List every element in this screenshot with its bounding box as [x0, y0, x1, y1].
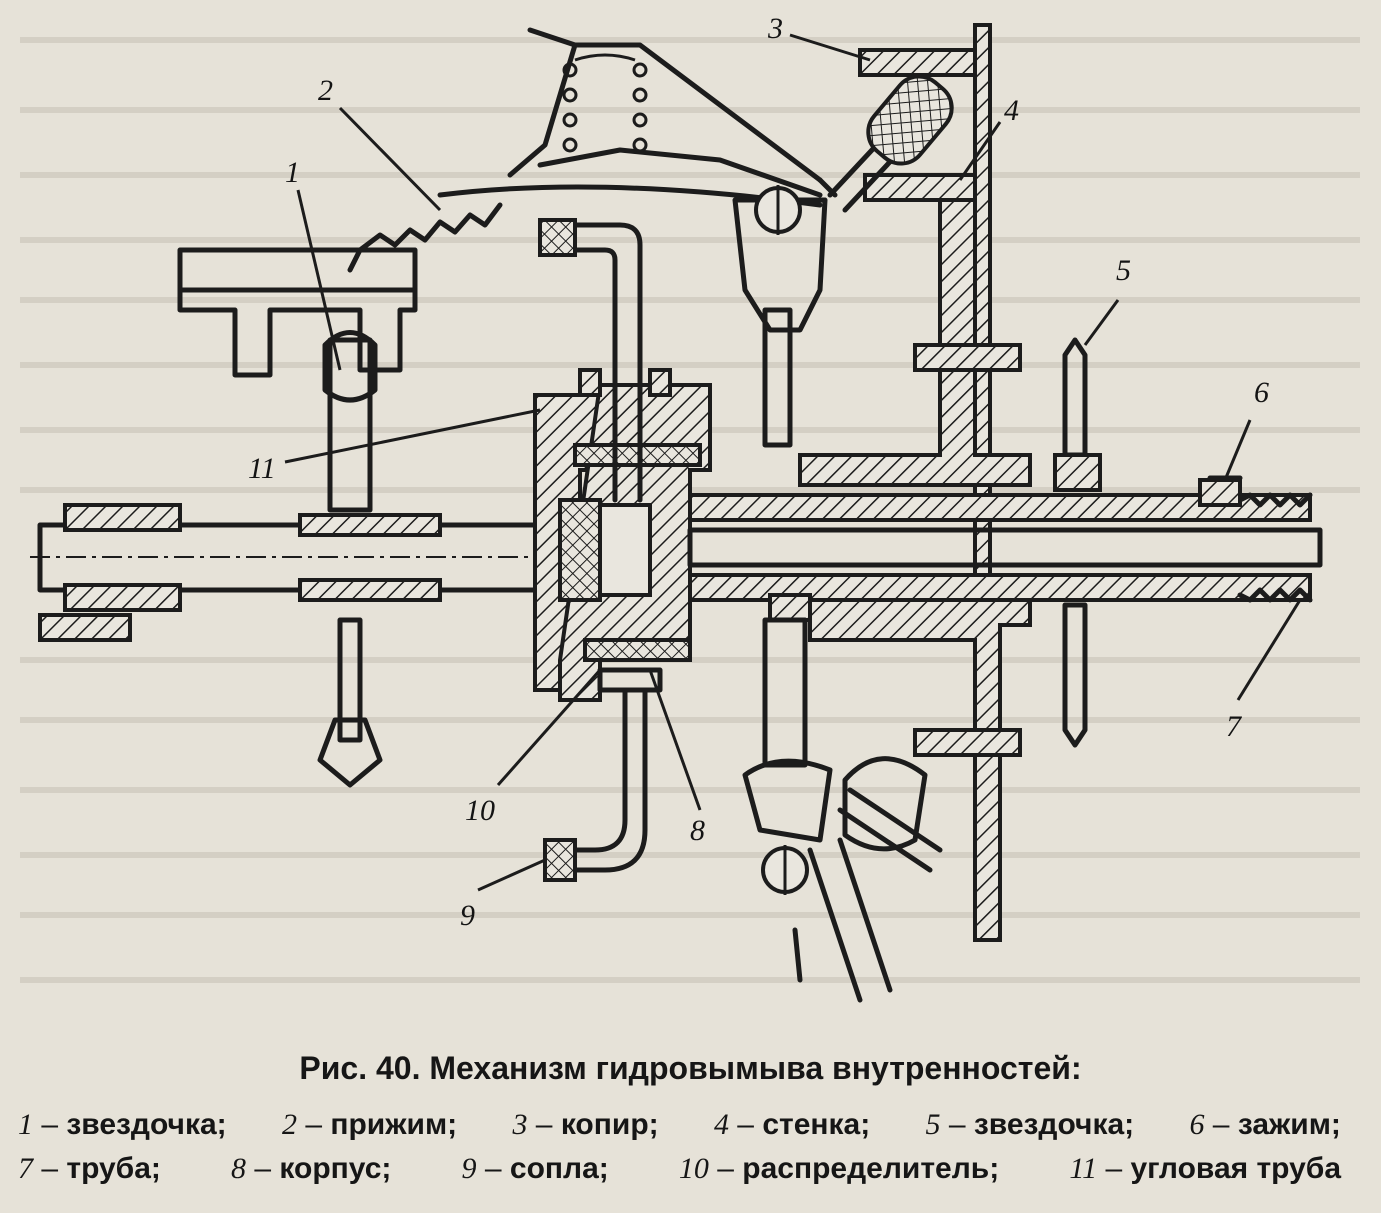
legend-item: 11 – угловая труба — [1069, 1152, 1341, 1185]
callout-1: 1 — [285, 156, 342, 371]
callout-7: 7 — [1226, 599, 1302, 743]
mechanism-drawing: 1 2 3 4 5 6 7 8 9 10 11 — [20, 12, 1360, 1003]
svg-text:1: 1 — [285, 156, 300, 189]
svg-text:6: 6 — [1254, 376, 1269, 409]
svg-text:10: 10 — [465, 794, 495, 827]
clamp-body — [177, 247, 418, 378]
legend-item: 4 – стенка; — [713, 1108, 871, 1141]
callout-8: 8 — [648, 669, 705, 847]
svg-text:5: 5 — [1116, 254, 1131, 287]
svg-text:4: 4 — [1004, 94, 1019, 127]
legend-item: 10 – распределитель; — [678, 1152, 1000, 1185]
legend-item: 6 – зажим; — [1189, 1108, 1341, 1141]
svg-text:3: 3 — [767, 12, 783, 45]
upper-pivot — [732, 185, 828, 448]
legend-item: 8 – корпус; — [231, 1152, 392, 1185]
caption-title: Рис. 40. Механизм гидровымыва внутреннос… — [299, 1050, 1082, 1086]
svg-text:8: 8 — [690, 814, 705, 847]
legend-row-2: 7 – труба; 8 – корпус; 9 – сопла; 10 – р… — [0, 1147, 1381, 1191]
housing — [533, 368, 712, 702]
legend-item: 3 – копир; — [512, 1108, 659, 1141]
callout-5: 5 — [1083, 254, 1131, 346]
legend-item: 5 – звездочка; — [925, 1108, 1135, 1141]
pipe-7 — [687, 492, 1323, 603]
sprocket-5 — [1053, 337, 1102, 748]
angle-tube-11 — [538, 218, 643, 503]
callout-6: 6 — [1223, 376, 1269, 481]
svg-text:9: 9 — [460, 899, 475, 932]
callout-9: 9 — [460, 858, 546, 932]
svg-text:7: 7 — [1226, 710, 1243, 743]
svg-text:2: 2 — [318, 74, 333, 107]
clamp-6 — [1198, 475, 1243, 507]
nozzle-tube-9 — [543, 667, 663, 882]
presser-arm — [507, 27, 838, 198]
callout-4: 4 — [958, 94, 1019, 181]
callouts: 1 2 3 4 5 6 7 8 9 10 11 — [248, 12, 1302, 932]
copier-roller — [827, 74, 954, 213]
callout-2: 2 — [318, 74, 442, 212]
legend-item: 9 – сопла; — [461, 1152, 609, 1185]
legend-row-1: 1 – звездочка; 2 – прижим; 3 – копир; 4 … — [0, 1103, 1381, 1147]
svg-text:11: 11 — [248, 452, 276, 485]
legend-item: 1 – звездочка; — [18, 1108, 227, 1141]
wall-bolts — [913, 343, 1022, 757]
legend-item: 2 – прижим; — [281, 1108, 458, 1141]
callout-3: 3 — [767, 12, 871, 62]
shaft-left — [30, 503, 560, 642]
callout-10: 10 — [465, 669, 602, 827]
lower-roller — [761, 756, 943, 1003]
lower-bracket — [742, 593, 1032, 942]
legend-item: 7 – труба; — [18, 1152, 161, 1185]
callout-11: 11 — [248, 408, 541, 485]
background-texture — [20, 37, 1360, 983]
figure-caption: Рис. 40. Механизм гидровымыва внутреннос… — [0, 1050, 1381, 1191]
